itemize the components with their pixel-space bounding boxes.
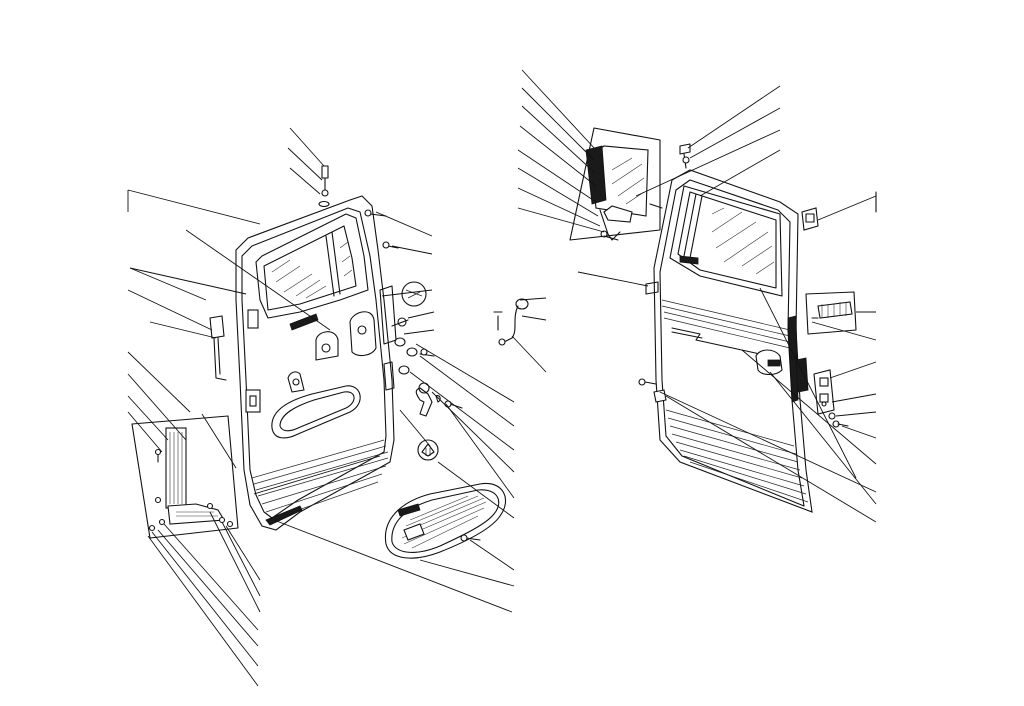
left-armrest-pad: [384, 482, 507, 559]
left-door-assembly: [127, 127, 547, 687]
right-door-window: [669, 185, 783, 297]
left-vent-strip-assembly: [131, 415, 239, 539]
right-leader-lines: [517, 69, 877, 523]
right-vent-window: [569, 127, 661, 241]
right-door-assembly: [517, 69, 877, 523]
right-upper-bolts: [649, 143, 691, 209]
left-door-shell: [235, 195, 395, 531]
left-leader-lines: [127, 127, 547, 687]
left-door-window: [255, 213, 369, 331]
left-hinge-pin: [209, 315, 227, 381]
right-weatherstrip: [805, 291, 857, 335]
right-outside-handle: [755, 349, 783, 376]
right-door-shell: [653, 169, 813, 513]
right-latch-plate: [813, 369, 849, 428]
right-rear-bracket: [801, 191, 877, 231]
left-door-inner-panel: [245, 285, 397, 439]
left-small-parts: [318, 165, 529, 461]
